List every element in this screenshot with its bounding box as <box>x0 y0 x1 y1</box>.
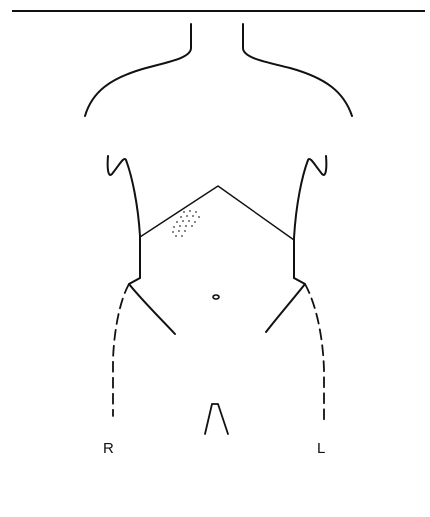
inguinal-line-right <box>129 278 175 334</box>
stipple-dot <box>176 221 178 223</box>
stipple-dot <box>189 210 191 212</box>
stipple-dot <box>195 211 197 213</box>
stipple-dot <box>181 235 183 237</box>
stipple-dot <box>172 231 174 233</box>
torso-left-outline <box>294 156 326 278</box>
costal-margin-line <box>140 186 294 240</box>
neck-shoulder-right-outline <box>85 24 191 116</box>
stipple-dot <box>183 211 185 213</box>
stipple-dot <box>188 220 190 222</box>
stipple-dot <box>191 225 193 227</box>
leg-left-outline <box>305 284 324 422</box>
neck-shoulder-left-outline <box>243 24 352 116</box>
leg-right-outline <box>113 284 129 416</box>
umbilicus-mark <box>213 295 219 299</box>
stipple-dot <box>182 220 184 222</box>
stipple-dot <box>178 230 180 232</box>
stipple-dot <box>175 235 177 237</box>
stipple-dot <box>184 230 186 232</box>
stipple-dot <box>180 216 182 218</box>
torso-right-outline <box>108 156 140 278</box>
stipple-dot <box>185 225 187 227</box>
right-side-label: R <box>103 441 114 456</box>
stipple-dot <box>173 226 175 228</box>
stipple-dot <box>179 225 181 227</box>
stipple-dot <box>192 215 194 217</box>
stipple-dot <box>198 216 200 218</box>
left-side-label: L <box>317 441 325 456</box>
inner-thigh-outline <box>205 404 228 434</box>
stipple-dot <box>186 215 188 217</box>
stipple-dot <box>194 221 196 223</box>
inguinal-line-left <box>266 278 305 332</box>
